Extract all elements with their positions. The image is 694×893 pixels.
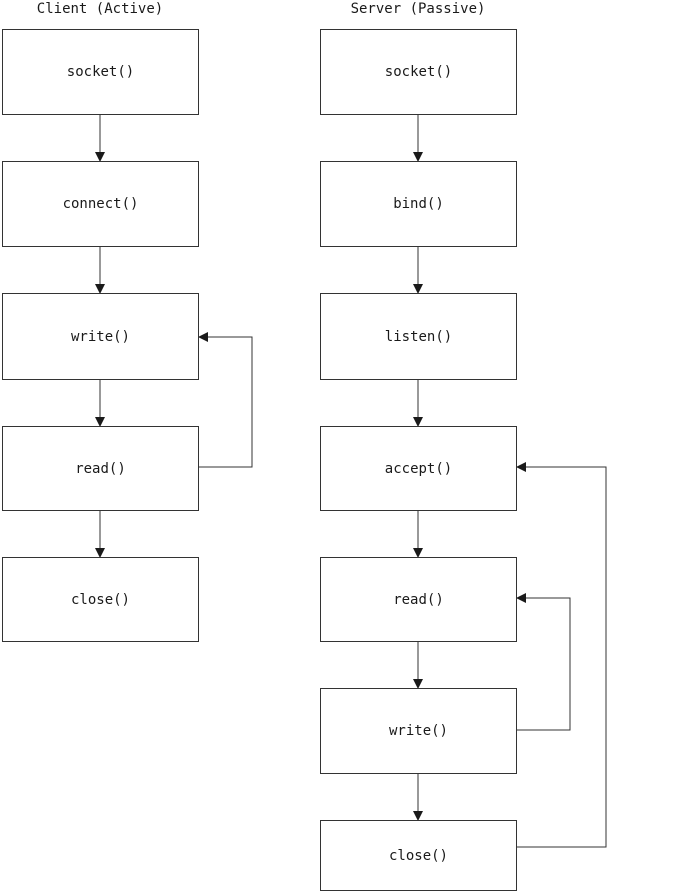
loop-client-read-write xyxy=(198,332,253,468)
server-step-bind: bind() xyxy=(320,161,517,247)
server-step-accept: accept() xyxy=(320,426,517,511)
client-step-close: close() xyxy=(2,557,199,642)
loop-server-write-read xyxy=(516,593,571,731)
client-step-connect: connect() xyxy=(2,161,199,247)
loop-server-close-accept xyxy=(516,462,607,848)
server-step-read: read() xyxy=(320,557,517,642)
client-step-socket: socket() xyxy=(2,29,199,115)
server-step-write: write() xyxy=(320,688,517,774)
client-column-title: Client (Active) xyxy=(36,1,164,17)
server-step-close: close() xyxy=(320,820,517,891)
server-step-socket: socket() xyxy=(320,29,517,115)
client-step-write: write() xyxy=(2,293,199,380)
client-step-read: read() xyxy=(2,426,199,511)
server-step-listen: listen() xyxy=(320,293,517,380)
server-column-title: Server (Passive) xyxy=(350,1,486,17)
